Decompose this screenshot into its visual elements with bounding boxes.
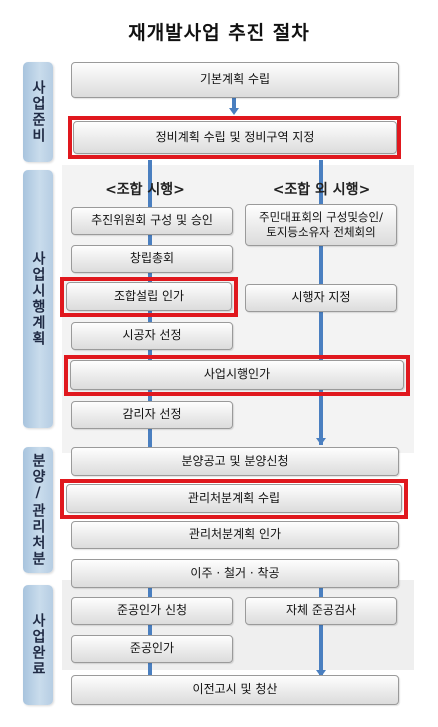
stage-label-prep: 사업준비: [23, 62, 53, 162]
step-operator-designation: 시행자 지정: [245, 284, 397, 312]
step-owners-meeting: 주민대표회의 구성및승인/ 토지등소유자 전체회의: [245, 204, 397, 246]
connector-lower-left: [148, 580, 152, 680]
step-union-approval: 조합설립 인가: [66, 282, 232, 311]
column-header-union: <조합 시행>: [105, 182, 185, 198]
step-completion-application: 준공인가 신청: [71, 597, 233, 625]
step-committee: 추진위원회 구성 및 승인: [71, 207, 233, 235]
step-disposal-plan: 관리처분계획 수립: [66, 484, 402, 513]
step-project-approval: 사업시행인가: [70, 360, 404, 390]
page-title: 재개발사업 추진 절차: [128, 22, 310, 44]
step-basic-plan: 기본계획 수립: [71, 62, 399, 98]
highlight-project-approval: [64, 355, 410, 396]
step-transfer-settlement: 이전고시 및 청산: [71, 675, 399, 705]
step-completion-approval: 준공인가: [71, 635, 233, 663]
arrow-head-right-column: [316, 438, 326, 445]
column-header-non-union: <조합 외 시행>: [272, 182, 371, 198]
step-self-inspection: 자체 준공검사: [245, 597, 397, 625]
highlight-zone-designation: [68, 116, 401, 159]
highlight-disposal-plan: [60, 479, 408, 519]
highlight-union-approval: [60, 277, 238, 317]
step-disposal-approval: 관리처분계획 인가: [71, 521, 399, 549]
step-zone-designation: 정비계획 수립 및 정비구역 지정: [73, 121, 397, 154]
stage-label-exec: 사업시행계획: [23, 170, 53, 428]
arrow-head-lower-right: [316, 670, 326, 677]
step-supervisor-selection: 감리자 선정: [71, 401, 233, 429]
step-contractor-selection: 시공자 선정: [71, 322, 233, 350]
stage-label-done: 사업완료: [23, 585, 53, 705]
connector-lower-right: [319, 580, 323, 675]
step-relocation: 이주 · 철거 · 착공: [71, 559, 399, 588]
stage-label-sale: 분양/관리처분: [23, 447, 53, 573]
connector-main-top: [232, 98, 236, 112]
arrow-head: [229, 108, 239, 115]
step-sale-notice: 분양공고 및 분양신청: [71, 447, 399, 476]
step-founding-meeting: 창립총회: [71, 245, 233, 273]
